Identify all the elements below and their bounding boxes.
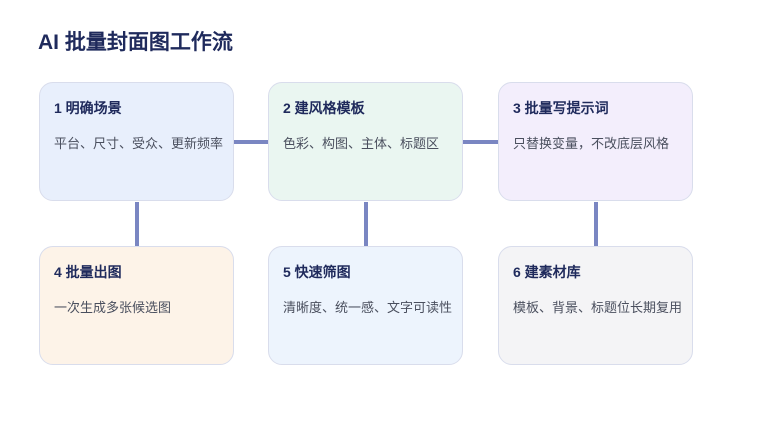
step-title: 4 批量出图 [54,264,122,280]
connector-2-3 [463,140,499,144]
step-description: 平台、尺寸、受众、更新频率 [54,136,224,151]
step-card-4: 4 批量出图 一次生成多张候选图 [39,246,234,365]
diagram-title: AI 批量封面图工作流 [38,31,233,54]
step-description: 清晰度、统一感、文字可读性 [283,300,453,315]
step-title: 3 批量写提示词 [513,100,609,116]
step-title: 1 明确场景 [54,100,122,116]
step-card-2: 2 建风格模板 色彩、构图、主体、标题区 [268,82,463,201]
connector-1-2 [234,140,269,144]
step-card-5: 5 快速筛图 清晰度、统一感、文字可读性 [268,246,463,365]
step-title: 6 建素材库 [513,264,581,280]
step-description: 只替换变量，不改底层风格 [513,136,670,151]
connector-2-5 [364,202,368,246]
step-card-1: 1 明确场景 平台、尺寸、受众、更新频率 [39,82,234,201]
step-description: 一次生成多张候选图 [54,300,172,315]
step-card-3: 3 批量写提示词 只替换变量，不改底层风格 [498,82,693,201]
step-card-6: 6 建素材库 模板、背景、标题位长期复用 [498,246,693,365]
connector-1-4 [135,202,139,246]
step-title: 2 建风格模板 [283,100,365,116]
connector-3-6 [594,202,598,246]
step-description: 色彩、构图、主体、标题区 [283,136,440,151]
step-description: 模板、背景、标题位长期复用 [513,300,683,315]
step-title: 5 快速筛图 [283,264,351,280]
